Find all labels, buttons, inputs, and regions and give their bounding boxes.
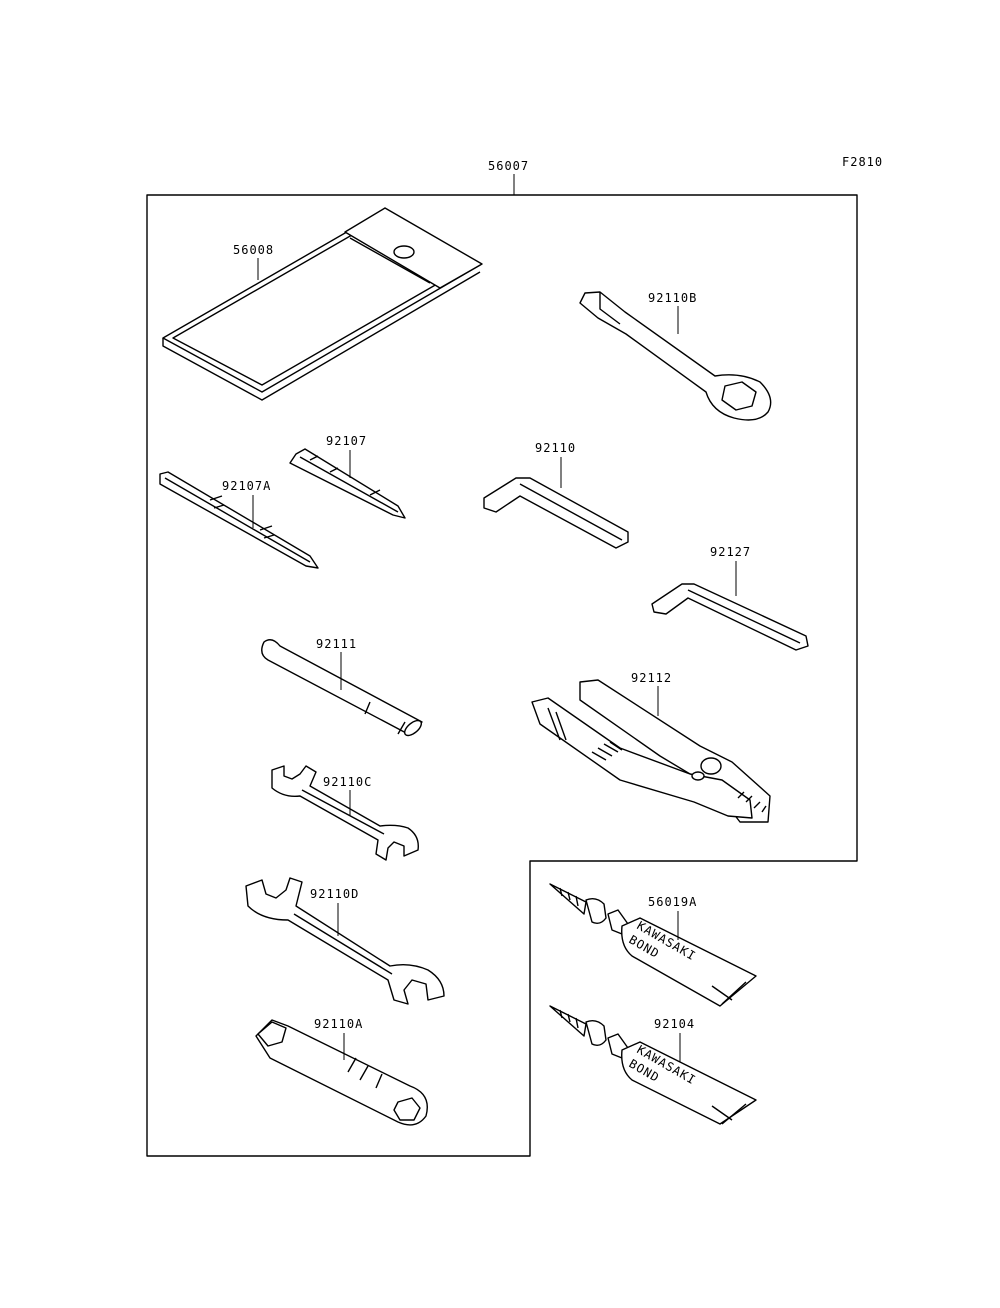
screwdriver-shaft-92107a[interactable] [159, 471, 319, 569]
part-label-92107a[interactable]: 92107A [222, 479, 271, 493]
kit-boundary [146, 194, 858, 1157]
tool-bag-56008[interactable] [162, 207, 483, 401]
kit-part-number[interactable]: 56007 [488, 159, 529, 173]
hex-key-92110[interactable] [483, 477, 629, 549]
box-wrench-92110b[interactable] [579, 291, 772, 421]
bond-tube-56019a[interactable]: KAWASAKI BOND [549, 883, 757, 1007]
screwdriver-bit-92107[interactable] [289, 448, 406, 519]
plug-wrench-92110a[interactable] [255, 1019, 428, 1126]
open-end-wrench-92110d[interactable] [245, 877, 445, 1005]
part-label-56008[interactable]: 56008 [233, 243, 274, 257]
open-end-wrench-92110c[interactable] [271, 765, 419, 861]
part-label-92112[interactable]: 92112 [631, 671, 672, 685]
part-label-92110b[interactable]: 92110B [648, 291, 697, 305]
hex-key-92127[interactable] [651, 583, 809, 651]
figure-code: F2810 [842, 155, 883, 169]
part-label-92111[interactable]: 92111 [316, 637, 357, 651]
extension-bar-92111[interactable] [261, 639, 424, 739]
part-label-92127[interactable]: 92127 [710, 545, 751, 559]
part-label-56019a[interactable]: 56019A [648, 895, 697, 909]
part-label-92110a[interactable]: 92110A [314, 1017, 363, 1031]
bond-tube-92104[interactable]: KAWASAKI BOND [549, 1005, 757, 1125]
part-label-92110c[interactable]: 92110C [323, 775, 372, 789]
part-label-92110[interactable]: 92110 [535, 441, 576, 455]
part-label-92107[interactable]: 92107 [326, 434, 367, 448]
pliers-92112[interactable] [531, 679, 771, 823]
part-label-92104[interactable]: 92104 [654, 1017, 695, 1031]
part-label-92110d[interactable]: 92110D [310, 887, 359, 901]
